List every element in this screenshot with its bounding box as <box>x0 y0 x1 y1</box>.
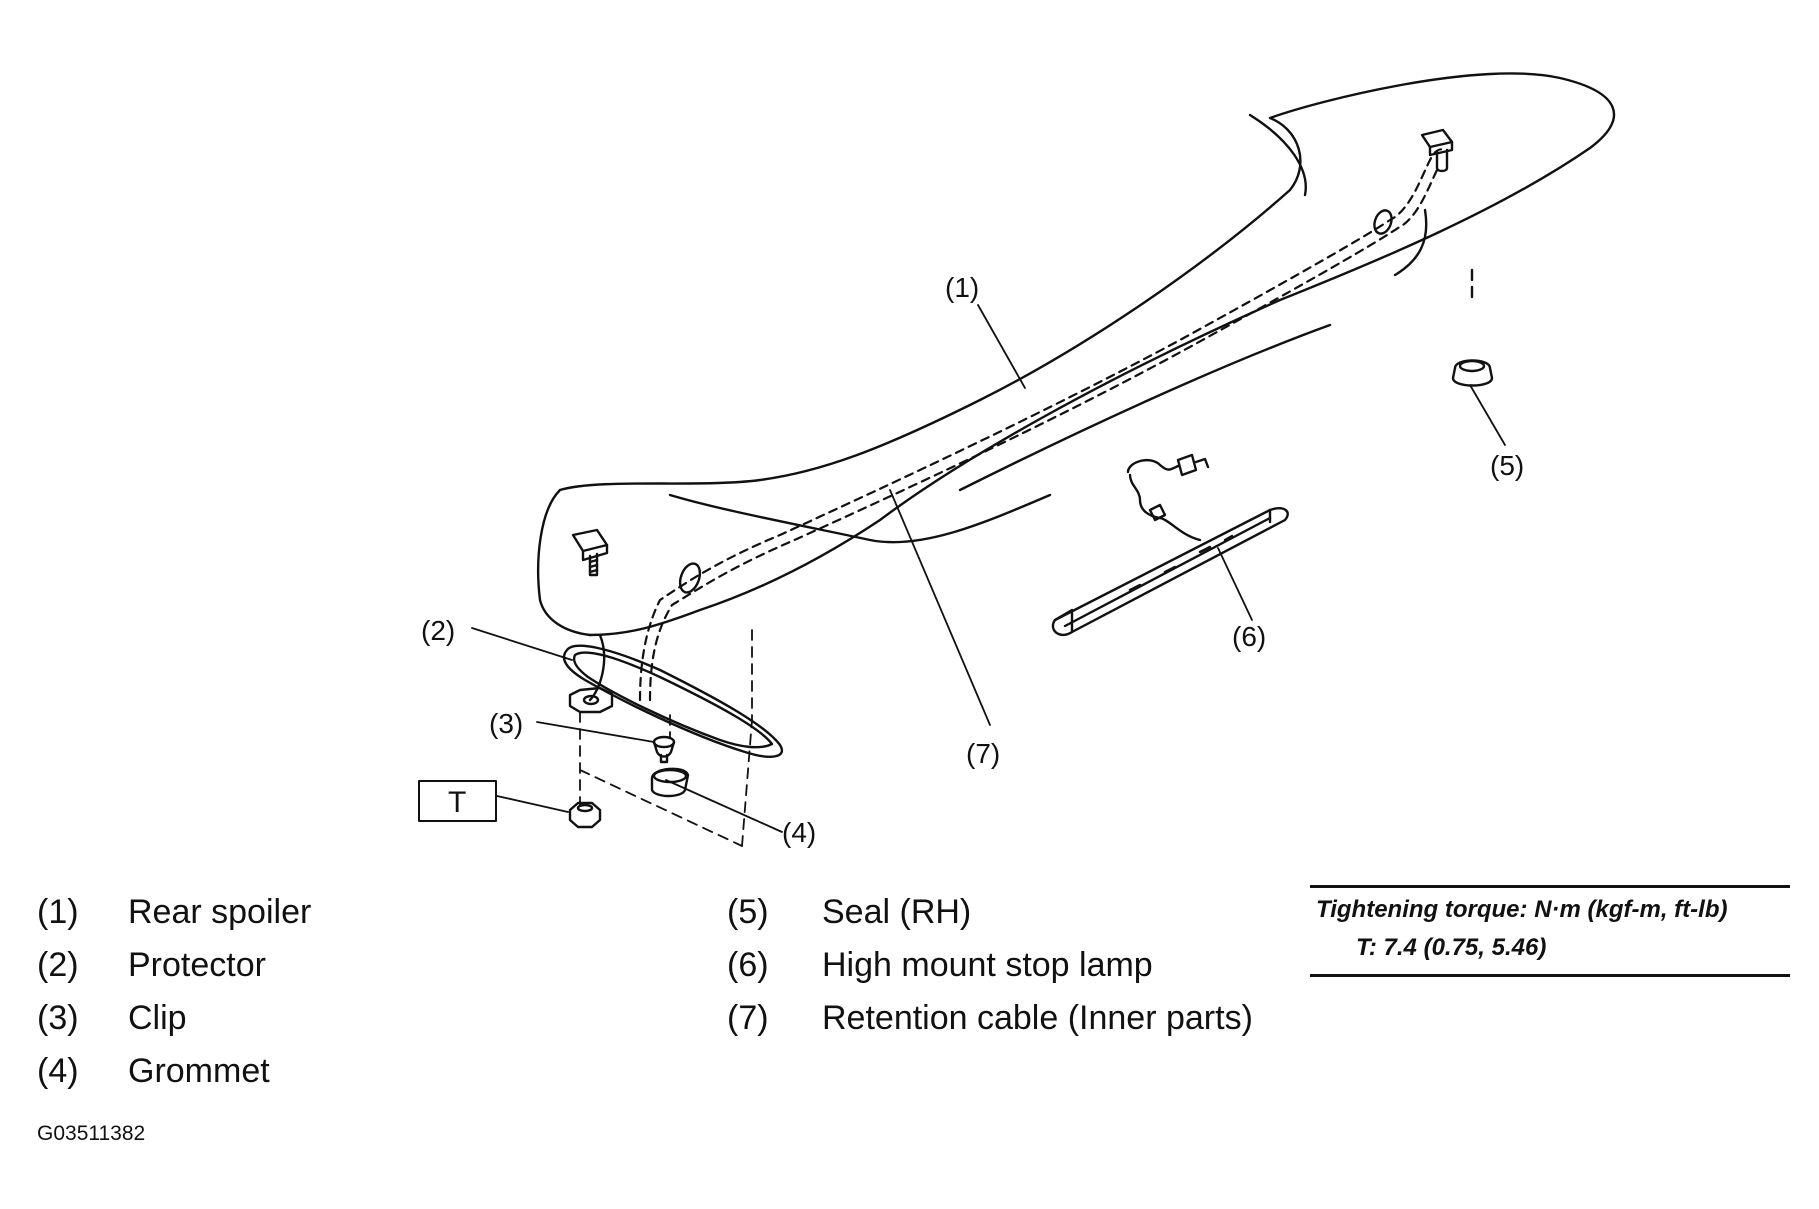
bracket-drawing <box>568 686 614 714</box>
legend-label: High mount stop lamp <box>822 946 1153 984</box>
legend-number: (4) <box>37 1052 79 1090</box>
figure-code: G03511382 <box>37 1122 146 1145</box>
legend-label: Clip <box>128 999 187 1037</box>
legend-number: (1) <box>37 893 79 931</box>
mounting-guide-lines <box>579 629 753 847</box>
legend-number: (6) <box>727 946 769 984</box>
torque-spec: Tightening torque: N·m (kgf-m, ft-lb) T:… <box>1310 885 1790 977</box>
retention-cable-drawing <box>638 148 1447 702</box>
legend-label: Rear spoiler <box>128 893 312 931</box>
legend-number: (3) <box>37 999 79 1037</box>
legend-number: (2) <box>37 946 79 984</box>
protector-drawing <box>562 644 784 758</box>
torque-heading: Tightening torque: N·m (kgf-m, ft-lb) <box>1316 896 1728 923</box>
bolt-icon <box>1420 128 1454 173</box>
legend-label: Retention cable (Inner parts) <box>822 999 1253 1037</box>
stop-lamp-drawing <box>1051 453 1289 637</box>
callout-3: (3) <box>489 708 523 739</box>
callout-4: (4) <box>782 817 816 848</box>
callout-6: (6) <box>1232 621 1266 652</box>
divider <box>1310 885 1790 888</box>
cable-anchor-left <box>678 562 702 594</box>
bolt-icon <box>571 528 609 577</box>
callout-1: (1) <box>945 272 979 303</box>
callout-2: (2) <box>421 615 455 646</box>
legend-label: Grommet <box>128 1052 270 1090</box>
rear-spoiler-drawing <box>537 72 1616 702</box>
callout-7: (7) <box>966 738 1000 769</box>
divider <box>1310 974 1790 977</box>
legend-label: Protector <box>128 946 266 984</box>
nut-icon <box>568 801 602 829</box>
cable-anchor-right <box>1373 209 1393 235</box>
torque-box-label: T <box>448 786 466 819</box>
seal-drawing <box>1451 268 1494 387</box>
clip-drawing <box>652 735 676 764</box>
legend-number: (5) <box>727 893 769 931</box>
legend-label: Seal (RH) <box>822 893 972 931</box>
leader-lines <box>471 304 1506 833</box>
torque-box <box>418 780 497 822</box>
legend-number: (7) <box>727 999 769 1037</box>
callout-5: (5) <box>1490 450 1524 481</box>
torque-value: T: 7.4 (0.75, 5.46) <box>1356 934 1547 961</box>
